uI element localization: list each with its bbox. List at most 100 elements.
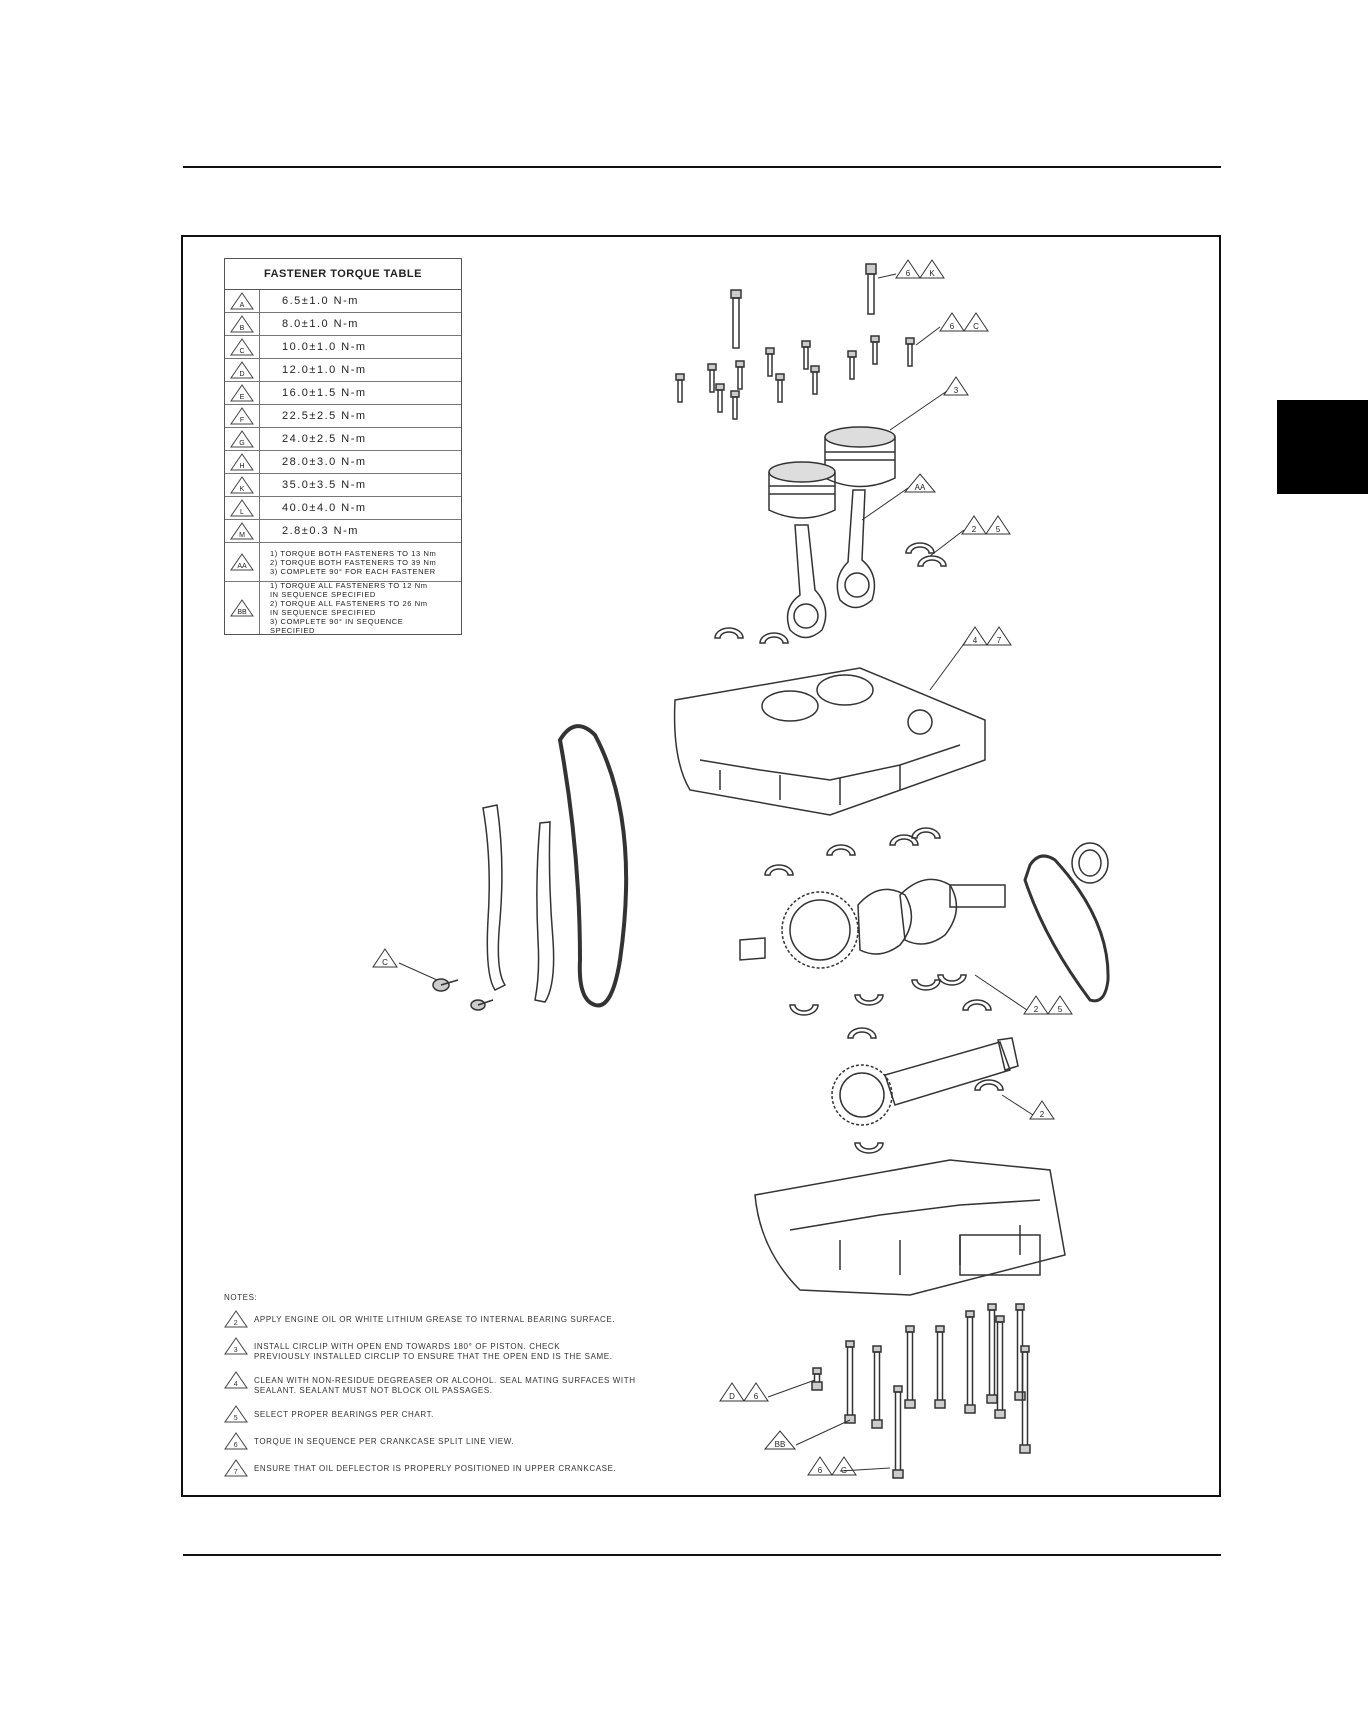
callout-label: 7 xyxy=(997,636,1002,645)
torque-value: 22.5±2.5 N-m xyxy=(282,410,367,422)
callout-label: 5 xyxy=(1058,1005,1063,1014)
small-bolt xyxy=(870,335,880,365)
crankcase-bolt xyxy=(986,1303,998,1404)
torque-symbol-cell: E xyxy=(225,382,260,404)
callout: 2 xyxy=(1029,1100,1055,1120)
callout-label: 2 xyxy=(1040,1110,1045,1119)
torque-symbol: D xyxy=(239,371,245,378)
note-symbol: 2 xyxy=(233,1320,239,1327)
torque-value: 1) TORQUE ALL FASTENERS TO 12 Nm IN SEQU… xyxy=(270,581,428,635)
torque-symbol: BB xyxy=(237,609,247,616)
callout-triangle-icon xyxy=(903,473,937,493)
note-text: CLEAN WITH NON-RESIDUE DEGREASER OR ALCO… xyxy=(254,1376,636,1395)
torque-value: 10.0±1.0 N-m xyxy=(282,341,367,353)
callout-triangle-icon xyxy=(1029,1100,1055,1120)
callout-label: C xyxy=(382,958,388,967)
callout-label: 4 xyxy=(973,636,978,645)
note-item: 7 ENSURE THAT OIL DEFLECTOR IS PROPERLY P… xyxy=(224,1459,644,1477)
torque-symbol-cell: B xyxy=(225,313,260,335)
header-rule xyxy=(183,166,1221,168)
torque-row: L 40.0±4.0 N-m xyxy=(225,497,461,520)
callout-triangle-icon xyxy=(763,1430,797,1450)
torque-value: 40.0±4.0 N-m xyxy=(282,502,367,514)
note-text: TORQUE IN SEQUENCE PER CRANKCASE SPLIT L… xyxy=(254,1437,515,1446)
torque-triangle-icon: E xyxy=(230,384,254,402)
note-text: APPLY ENGINE OIL OR WHITE LITHIUM GREASE… xyxy=(254,1315,616,1324)
torque-symbol-cell: L xyxy=(225,497,260,519)
callout-triangle-icon xyxy=(831,1456,857,1476)
torque-triangle-icon: K xyxy=(230,476,254,494)
torque-triangle-icon: C xyxy=(230,338,254,356)
callout-triangle-icon xyxy=(961,515,987,535)
torque-symbol: B xyxy=(239,325,245,332)
crankcase-bolt xyxy=(892,1385,904,1479)
callout-triangle-icon xyxy=(985,515,1011,535)
note-text: INSTALL CIRCLIP WITH OPEN END TOWARDS 18… xyxy=(254,1342,613,1361)
callout-label: BB xyxy=(775,1440,786,1449)
torque-value: 16.0±1.5 N-m xyxy=(282,387,367,399)
torque-symbol-cell: D xyxy=(225,359,260,381)
crankcase-bolt xyxy=(1019,1345,1031,1454)
crankcase-bolt xyxy=(904,1325,916,1409)
callout-label: 6 xyxy=(754,1392,759,1401)
torque-triangle-icon: G xyxy=(230,430,254,448)
small-bolt xyxy=(847,350,857,380)
note-item: 3 INSTALL CIRCLIP WITH OPEN END TOWARDS 1… xyxy=(224,1337,644,1362)
callout-triangle-icon xyxy=(719,1382,745,1402)
callout: AA xyxy=(903,473,937,493)
callout-label: 2 xyxy=(972,525,977,534)
torque-symbol: K xyxy=(239,486,245,493)
lower-crankcase xyxy=(754,1159,1066,1296)
torque-triangle-icon: AA xyxy=(230,553,254,571)
small-bolt xyxy=(765,347,775,377)
callout: C xyxy=(372,948,398,968)
torque-triangle-icon: B xyxy=(230,315,254,333)
small-bolt xyxy=(810,365,820,395)
torque-value: 1) TORQUE BOTH FASTENERS TO 13 Nm 2) TOR… xyxy=(270,548,437,576)
callout-triangle-icon xyxy=(962,626,988,646)
torque-triangle-icon: F xyxy=(230,407,254,425)
torque-table-title: FASTENER TORQUE TABLE xyxy=(225,259,461,290)
note-triangle-icon: 2 xyxy=(224,1310,248,1328)
torque-symbol: E xyxy=(239,394,245,401)
note-symbol: 3 xyxy=(233,1347,239,1354)
torque-symbol-cell: A xyxy=(225,290,260,312)
callout-label: D xyxy=(729,1392,735,1401)
torque-row: C 10.0±1.0 N-m xyxy=(225,336,461,359)
callout-label: 6 xyxy=(818,1466,823,1475)
note-triangle-icon: 7 xyxy=(224,1459,248,1477)
torque-symbol-cell: BB xyxy=(225,582,260,634)
small-bolt xyxy=(715,383,725,413)
note-text: ENSURE THAT OIL DEFLECTOR IS PROPERLY PO… xyxy=(254,1464,617,1473)
torque-symbol-cell: K xyxy=(225,474,260,496)
small-bolt xyxy=(707,363,717,393)
note-triangle-icon: 6 xyxy=(224,1432,248,1450)
callout-label: 5 xyxy=(996,525,1001,534)
callout: BB xyxy=(763,1430,797,1450)
guide-bolts xyxy=(432,978,494,1011)
callout-triangle-icon xyxy=(807,1456,833,1476)
callout-triangle-icon xyxy=(943,376,969,396)
note-item: 6 TORQUE IN SEQUENCE PER CRANKCASE SPLIT … xyxy=(224,1432,644,1450)
note-triangle-icon: 4 xyxy=(224,1371,248,1389)
callout-triangle-icon xyxy=(895,259,921,279)
leader-lines xyxy=(398,273,1034,1472)
torque-triangle-icon: L xyxy=(230,499,254,517)
crankcase-bolts xyxy=(811,1303,1031,1479)
note-symbol: 4 xyxy=(233,1381,239,1388)
callout-triangle-icon xyxy=(963,312,989,332)
note-triangle-icon: 5 xyxy=(224,1405,248,1423)
